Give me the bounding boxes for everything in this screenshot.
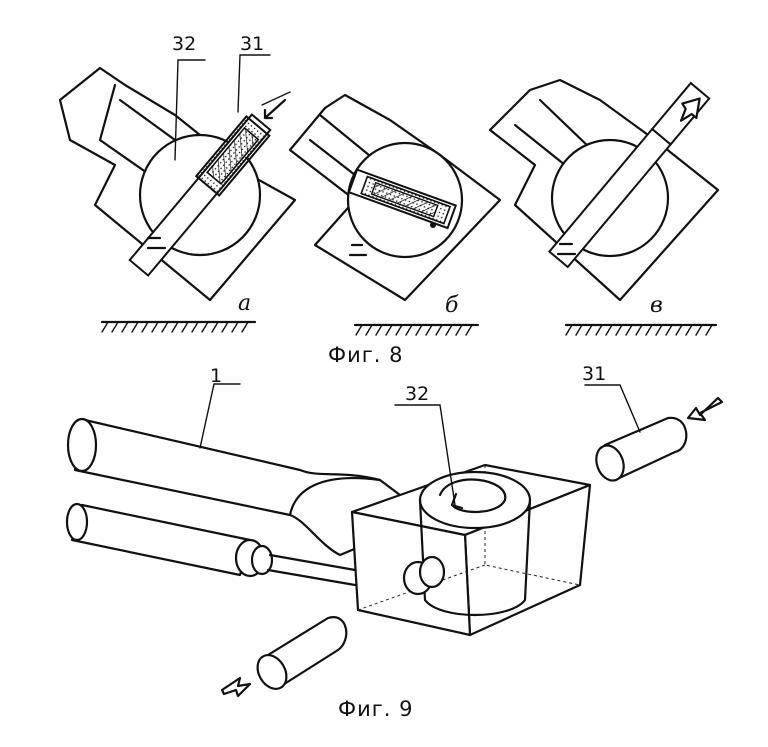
label-32b: 32 (405, 383, 429, 405)
fig8-panel-c: в (488, 78, 720, 336)
panel-a-arrow-shaft (261, 91, 291, 106)
fig8-caption: Фиг. 8 (328, 343, 403, 367)
pellet-out-body (266, 616, 348, 690)
panel-c-channel-line (513, 123, 567, 167)
panel-b-channel-line (308, 138, 357, 177)
cube: 32 (350, 383, 592, 637)
leader-32 (174, 59, 206, 161)
lower-cylinder-end (65, 502, 89, 542)
pellet-31-body (603, 416, 688, 482)
label-31: 31 (240, 33, 264, 55)
panel-a-slot (128, 113, 272, 277)
rod (266, 553, 357, 587)
leader-31 (237, 54, 271, 113)
figure-9: 1 32 31 (65, 363, 724, 721)
panel-a-channel-line (118, 98, 177, 142)
label-1: 1 (210, 365, 222, 387)
pellet-out (220, 616, 348, 698)
knob-face (418, 555, 446, 589)
panel-b-slot (347, 168, 458, 230)
panel-c-arrow-out (679, 97, 701, 122)
pellet-31-in: 31 (582, 363, 724, 482)
panel-c-slot (547, 81, 711, 269)
label-32: 32 (172, 33, 196, 55)
panel-b-dot (430, 222, 436, 228)
figure-8: 32 31 а (58, 33, 720, 367)
lower-cylinder (70, 503, 252, 577)
panel-a-ground-hatch (101, 321, 249, 333)
panel-b-channel-line (318, 113, 377, 162)
panel-c-ground-hatch (565, 324, 713, 336)
lower-cylinder-cap-inner (250, 544, 274, 576)
leader-1 (199, 383, 241, 449)
panel-c-channel-line (538, 98, 592, 150)
pellet-31-end (595, 444, 625, 482)
rotor-32-body (418, 498, 532, 616)
leader-32b (394, 404, 456, 506)
panel-a-letter: а (238, 291, 251, 316)
fig8-panel-a: 32 31 а (58, 33, 297, 333)
arrow-out-icon (220, 676, 252, 698)
panel-a-channel-line (98, 83, 117, 142)
label-31b: 31 (582, 363, 606, 385)
arrow-in-icon (686, 396, 724, 422)
rotation-arrow (438, 478, 507, 514)
fig8-panel-b: б (288, 93, 502, 336)
pellet-out-end (256, 654, 288, 690)
panel-b-letter: б (445, 293, 459, 318)
panel-a-arrow-in (263, 98, 287, 120)
panel-a-channel-line (98, 138, 152, 177)
panel-c-letter: в (650, 293, 663, 318)
fig9-caption: Фиг. 9 (338, 697, 413, 721)
panel-b-ground-hatch (355, 324, 473, 336)
tube-1-taper (288, 477, 382, 517)
tube-1-end (66, 417, 98, 473)
leader-31b (584, 384, 641, 433)
